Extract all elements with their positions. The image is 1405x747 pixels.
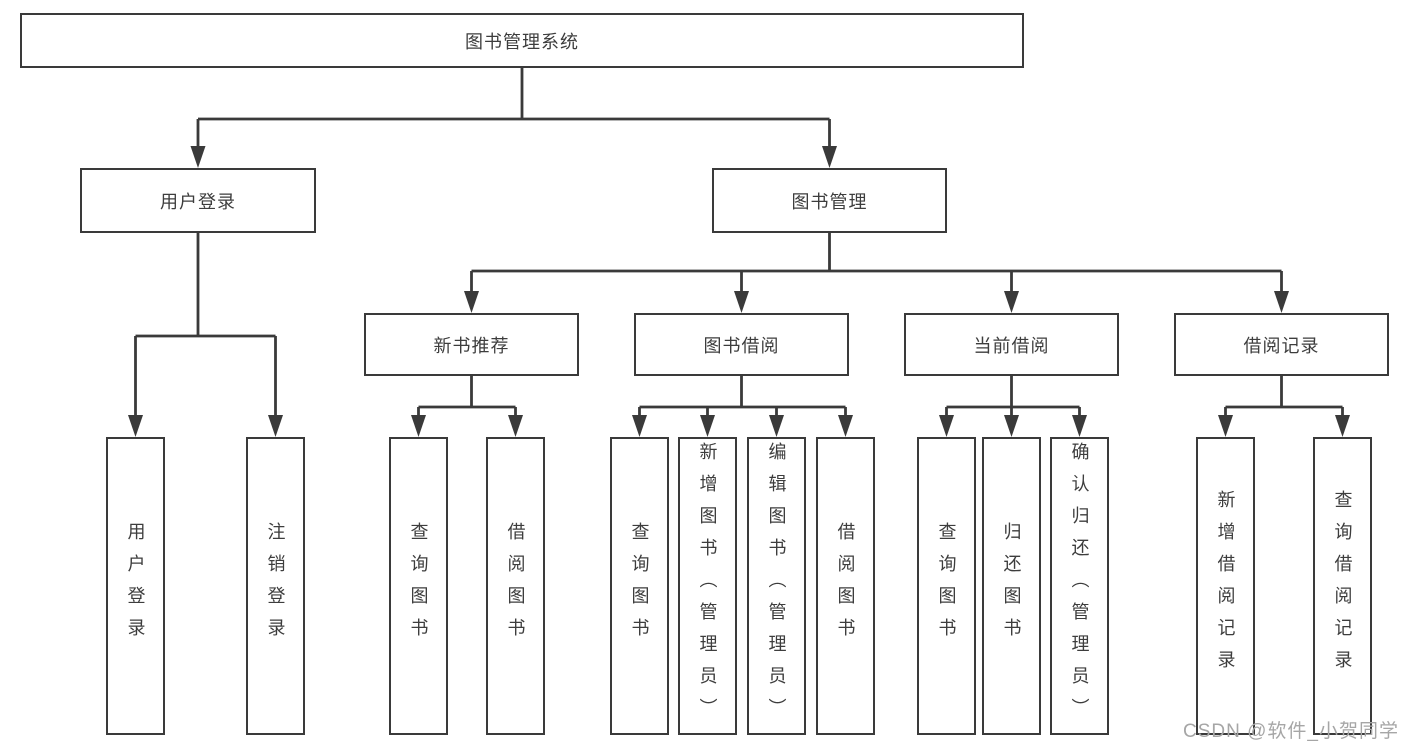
node-root: 图书管理系统 — [20, 13, 1024, 68]
node-leaf-return-book: 归还图书 — [982, 437, 1041, 735]
node-leaf-query-books-3: 查询图书 — [917, 437, 976, 735]
node-leaf-query-borrow-record: 查询借阅记录 — [1313, 437, 1372, 735]
node-leaf-query-books-1: 查询图书 — [389, 437, 448, 735]
node-label: 借阅图书 — [835, 522, 856, 650]
connector-book-borrow-to-leaves — [632, 376, 853, 437]
node-label: 查询图书 — [629, 522, 650, 650]
node-label: 新增图书（管理员） — [697, 442, 718, 730]
node-current-borrow: 当前借阅 — [904, 313, 1119, 376]
node-label: 图书管理 — [791, 191, 868, 212]
csdn-watermark: CSDN @软件_小贺同学 — [1183, 721, 1399, 742]
node-label: 用户登录 — [160, 191, 236, 212]
node-label: 图书借阅 — [703, 335, 780, 356]
node-leaf-borrow-books-2: 借阅图书 — [816, 437, 875, 735]
node-leaf-query-books-2: 查询图书 — [610, 437, 669, 735]
node-leaf-borrow-books-1: 借阅图书 — [486, 437, 545, 735]
node-label: 注销登录 — [265, 522, 286, 650]
node-label: 新增借阅记录 — [1215, 490, 1236, 682]
node-label: 查询借阅记录 — [1332, 490, 1353, 682]
node-label: 查询图书 — [936, 522, 957, 650]
node-leaf-add-borrow-record: 新增借阅记录 — [1196, 437, 1255, 735]
node-label: 新书推荐 — [433, 335, 510, 356]
node-book-mgmt: 图书管理 — [712, 168, 947, 233]
node-label: 确认归还（管理员） — [1069, 442, 1090, 730]
node-label: 用户登录 — [125, 522, 146, 650]
connector-new-book-rec-to-leaves — [411, 376, 523, 437]
node-book-borrow: 图书借阅 — [634, 313, 849, 376]
connector-current-borrow-to-leaves — [939, 376, 1087, 437]
connector-book-mgmt-to-level3 — [464, 233, 1289, 313]
node-leaf-user-login: 用户登录 — [106, 437, 165, 735]
connector-root-to-level2 — [190, 68, 837, 168]
node-user-login: 用户登录 — [80, 168, 316, 233]
node-label: 图书管理系统 — [465, 31, 579, 52]
node-label: 借阅图书 — [505, 522, 526, 650]
node-leaf-add-book-admin: 新增图书（管理员） — [678, 437, 737, 735]
node-borrow-records: 借阅记录 — [1174, 313, 1389, 376]
connector-borrow-records-to-leaves — [1218, 376, 1350, 437]
connector-user-login-to-leaves — [128, 233, 283, 437]
node-leaf-edit-book-admin: 编辑图书（管理员） — [747, 437, 806, 735]
node-label: 借阅记录 — [1243, 335, 1320, 356]
node-label: 查询图书 — [408, 522, 429, 650]
node-leaf-confirm-return-admin: 确认归还（管理员） — [1050, 437, 1109, 735]
node-leaf-logout: 注销登录 — [246, 437, 305, 735]
node-label: 编辑图书（管理员） — [766, 442, 787, 730]
node-new-book-rec: 新书推荐 — [364, 313, 579, 376]
node-label: 当前借阅 — [973, 335, 1050, 356]
node-label: 归还图书 — [1001, 522, 1022, 650]
